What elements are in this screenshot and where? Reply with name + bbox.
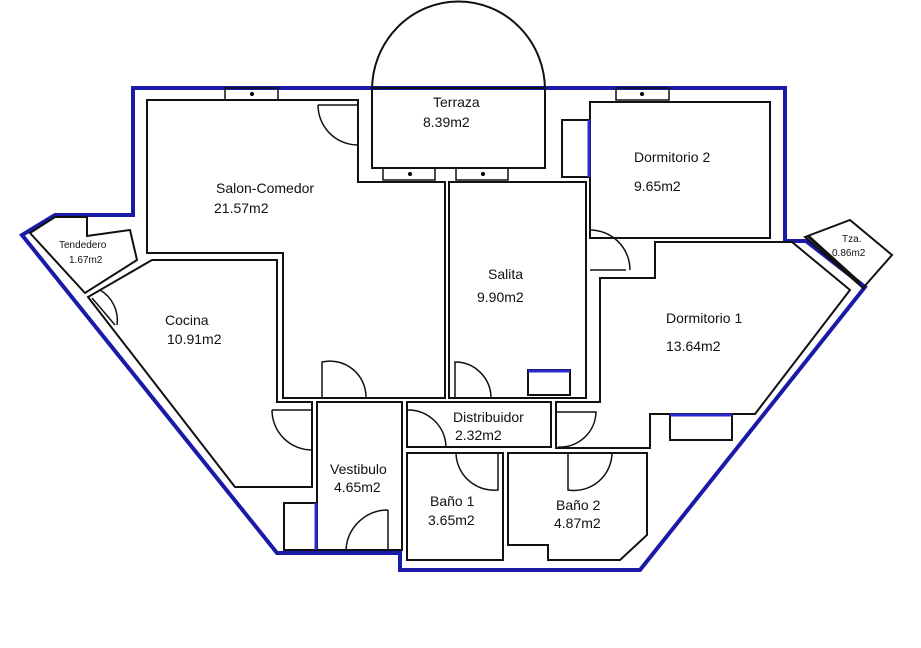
label-bano1: Baño 1	[430, 493, 475, 509]
area-tza: 0.86m2	[832, 248, 866, 259]
area-cocina: 10.91m2	[167, 331, 222, 347]
vestibulo-closet	[283, 502, 318, 551]
room-bano1	[406, 452, 504, 561]
room-tza	[803, 218, 894, 290]
label-salon: Salon-Comedor	[216, 180, 314, 196]
label-distribuidor: Distribuidor	[453, 409, 524, 425]
label-terraza: Terraza	[433, 94, 480, 110]
area-terraza: 8.39m2	[423, 114, 470, 130]
dorm2-closet	[561, 119, 591, 178]
room-salita	[448, 181, 587, 399]
area-vestibulo: 4.65m2	[334, 479, 381, 495]
room-bano2	[507, 452, 648, 561]
area-bano1: 3.65m2	[428, 512, 475, 528]
area-salita: 9.90m2	[477, 289, 524, 305]
label-bano2: Baño 2	[556, 497, 601, 513]
room-salon	[146, 99, 446, 399]
area-dorm1: 13.64m2	[666, 338, 721, 354]
doors	[91, 104, 631, 551]
windows	[224, 87, 670, 181]
room-vestibulo	[316, 401, 403, 551]
salita-closet	[527, 369, 571, 396]
label-dorm1: Dormitorio 1	[666, 310, 742, 326]
room-distribuidor	[406, 401, 552, 448]
label-cocina: Cocina	[165, 312, 209, 328]
label-tendedero: Tendedero	[59, 240, 107, 251]
label-salita: Salita	[488, 266, 523, 282]
area-distribuidor: 2.32m2	[455, 427, 502, 443]
area-tendedero: 1.67m2	[69, 255, 103, 266]
area-salon: 21.57m2	[214, 200, 269, 216]
terraza-dome	[371, 0, 546, 91]
area-bano2: 4.87m2	[554, 515, 601, 531]
dorm1-closet	[669, 414, 733, 441]
room-labels: Terraza 8.39m2 Salon-Comedor 21.57m2 Dor…	[59, 94, 866, 531]
label-dorm2: Dormitorio 2	[634, 149, 710, 165]
label-vestibulo: Vestibulo	[330, 461, 387, 477]
room-tendedero	[28, 216, 139, 295]
label-tza: Tza.	[842, 234, 861, 245]
room-cocina	[86, 259, 313, 488]
room-dorm2	[589, 101, 771, 239]
area-dorm2: 9.65m2	[634, 178, 681, 194]
